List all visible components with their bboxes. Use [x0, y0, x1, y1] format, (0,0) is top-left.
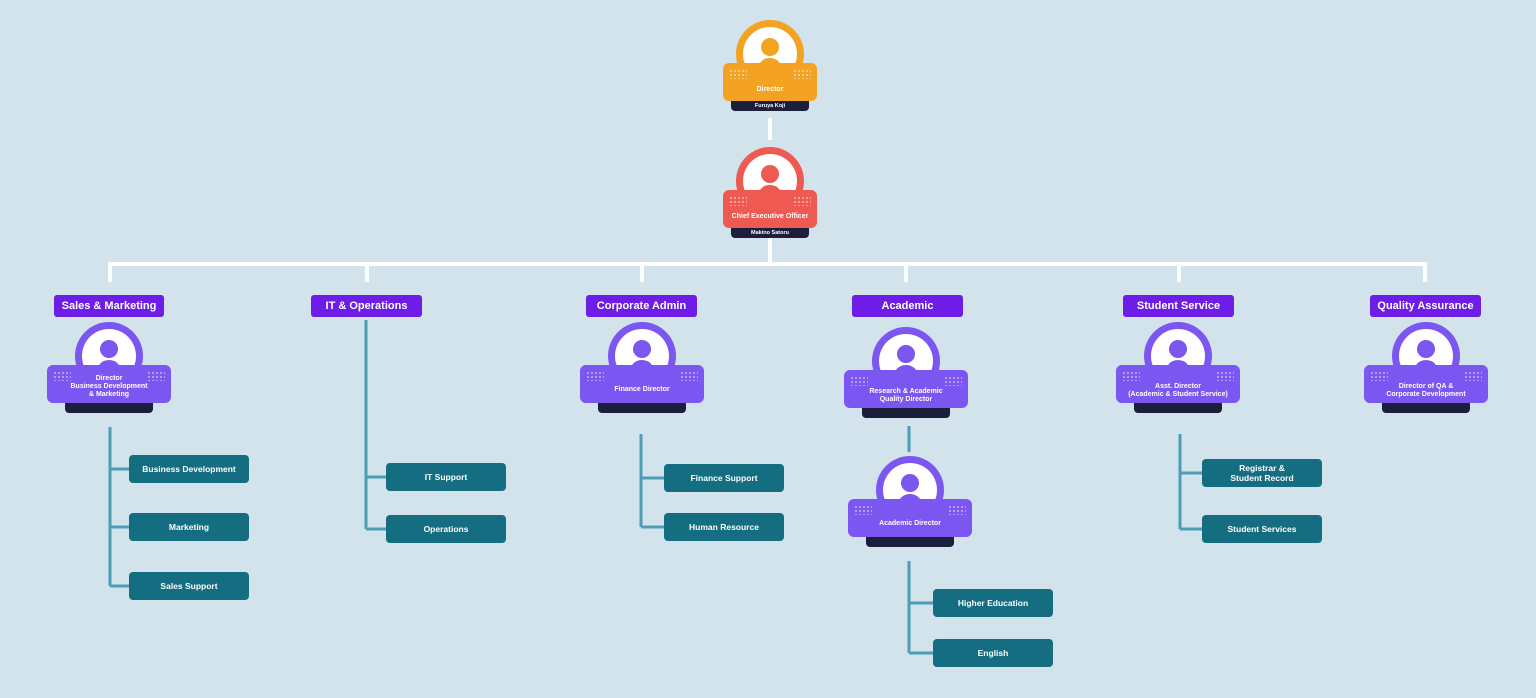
- ceo-role-box: Chief Executive Officer: [723, 190, 817, 228]
- unit-english: English: [933, 639, 1053, 667]
- unit-registrar-student-record: Registrar & Student Record: [1202, 459, 1322, 487]
- academic-manager-namebar: [862, 408, 950, 418]
- dept-quality-assurance: Quality Assurance: [1370, 295, 1481, 317]
- dept-student-service: Student Service: [1123, 295, 1234, 317]
- corporate-manager-role: Finance Director: [614, 386, 670, 393]
- unit-business-development: Business Development: [129, 455, 249, 483]
- unit-sales-support: Sales Support: [129, 572, 249, 600]
- director-name: Furuya Koji: [731, 101, 809, 111]
- academic-director-namebar: [866, 537, 954, 547]
- main-connectors: [108, 118, 1427, 282]
- corporate-manager-role-box: Finance Director: [580, 365, 704, 403]
- dept-corporate-admin: Corporate Admin: [586, 295, 697, 317]
- student-manager-role-box: Asst. Director (Academic & Student Servi…: [1116, 365, 1240, 403]
- unit-operations: Operations: [386, 515, 506, 543]
- qa-manager-namebar: [1382, 403, 1470, 413]
- ceo-name: Makino Satoru: [731, 228, 809, 238]
- dept-sales-marketing: Sales & Marketing: [54, 295, 164, 317]
- dept-academic: Academic: [852, 295, 963, 317]
- qa-manager-role-box: Director of QA & Corporate Development: [1364, 365, 1488, 403]
- sales-manager-role: Director Business Development & Marketin…: [70, 375, 148, 398]
- sub-connectors: [108, 320, 1203, 655]
- qa-manager-role: Director of QA & Corporate Development: [1386, 383, 1466, 398]
- unit-finance-support: Finance Support: [664, 464, 784, 492]
- corporate-manager-namebar: [598, 403, 686, 413]
- student-manager-role: Asst. Director (Academic & Student Servi…: [1128, 383, 1228, 398]
- student-manager-namebar: [1134, 403, 1222, 413]
- dept-it-operations: IT & Operations: [311, 295, 422, 317]
- director-role: Director: [756, 86, 784, 93]
- academic-director-role-box: Academic Director: [848, 499, 972, 537]
- unit-human-resource: Human Resource: [664, 513, 784, 541]
- unit-it-support: IT Support: [386, 463, 506, 491]
- ceo-role: Chief Executive Officer: [731, 213, 809, 220]
- sales-manager-role-box: Director Business Development & Marketin…: [47, 365, 171, 403]
- director-role-box: Director: [723, 63, 817, 101]
- unit-higher-education: Higher Education: [933, 589, 1053, 617]
- unit-marketing: Marketing: [129, 513, 249, 541]
- sales-manager-namebar: [65, 403, 153, 413]
- academic-director-role: Academic Director: [879, 520, 941, 527]
- unit-student-services: Student Services: [1202, 515, 1322, 543]
- academic-manager-role: Research & Academic Quality Director: [869, 388, 943, 403]
- academic-manager-role-box: Research & Academic Quality Director: [844, 370, 968, 408]
